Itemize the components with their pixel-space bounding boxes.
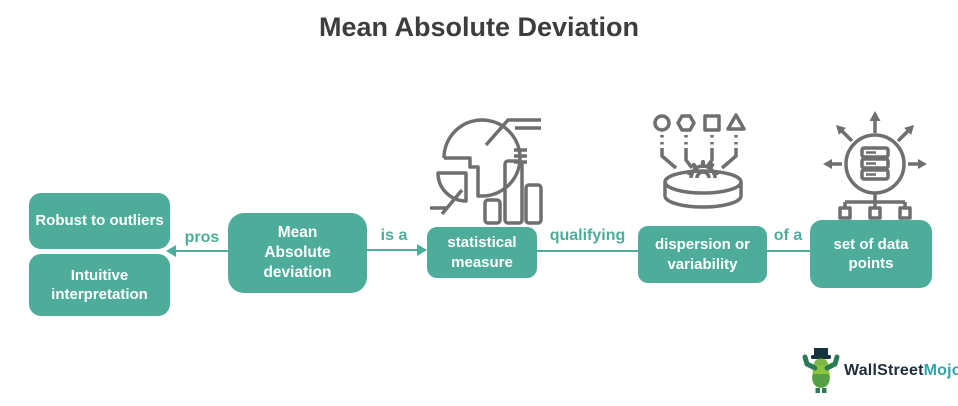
data-distribution-icon — [818, 108, 930, 220]
node-label: statistical measure — [447, 234, 517, 271]
connector-pros-label: pros — [184, 229, 220, 246]
node-intuitive-interpretation: Intuitive interpretation — [29, 254, 170, 316]
circle-shape — [653, 114, 671, 132]
node-dispersion-or-variability: dispersion or variability — [638, 226, 767, 283]
logo-text-accent: Mojo — [923, 362, 958, 379]
triangle-shape — [726, 113, 746, 131]
bowl-rim — [663, 169, 743, 195]
shapes-mixing-bowl-icon — [648, 110, 758, 222]
connector-qualifying-label: qualifying — [549, 227, 626, 244]
wallstreetmojo-mascot-icon — [802, 348, 840, 393]
bowl-body — [663, 182, 743, 209]
node-label: Robust to outliers — [35, 212, 164, 230]
bar-tall — [503, 159, 524, 225]
bar-medium — [524, 183, 543, 225]
leaf-node — [838, 206, 852, 220]
connector-pros-line — [175, 250, 228, 252]
connector-qualifying-line — [537, 250, 638, 252]
arrow-up-left — [836, 125, 846, 135]
page-title: Mean Absolute Deviation — [318, 12, 640, 42]
node-label: set of data points — [833, 235, 909, 273]
wallstreetmojo-logo: WallStreetMojo — [801, 347, 958, 395]
bar-small — [483, 198, 502, 225]
arrow-up — [869, 111, 881, 121]
server-row — [860, 157, 890, 170]
server-row — [860, 168, 890, 181]
logo-wordmark: WallStreetMojo — [844, 362, 958, 380]
connector-of-a-label: of a — [773, 227, 803, 244]
node-label: Intuitive interpretation — [51, 266, 148, 304]
node-robust-to-outliers: Robust to outliers — [29, 193, 170, 249]
arrow-left — [823, 159, 832, 169]
node-statistical-measure: statistical measure — [427, 227, 537, 278]
arrowhead-left-icon — [166, 245, 176, 257]
square-shape — [703, 114, 721, 132]
hexagon-shape — [676, 114, 696, 132]
connector-is-a-line — [367, 249, 420, 251]
gear-inner — [695, 170, 711, 179]
node-mean-absolute-deviation: Mean Absolute deviation — [228, 213, 367, 293]
logo-text-dark: WallStreet — [844, 362, 924, 379]
connector-of-a-line — [767, 250, 810, 252]
connector-is-a-label: is a — [380, 227, 408, 244]
node-label: dispersion or variability — [654, 236, 751, 273]
leaf-node — [868, 206, 882, 220]
pie-and-bar-chart-icon — [422, 105, 544, 227]
node-label: Mean Absolute deviation — [263, 223, 332, 282]
arrowhead-right-icon — [417, 244, 427, 256]
arrow-up-right — [904, 125, 914, 135]
node-set-of-data-points: set of data points — [810, 220, 932, 288]
server-row — [860, 146, 890, 159]
leaf-node — [898, 206, 912, 220]
pie-slice — [436, 171, 468, 203]
arrow-right — [918, 159, 927, 169]
